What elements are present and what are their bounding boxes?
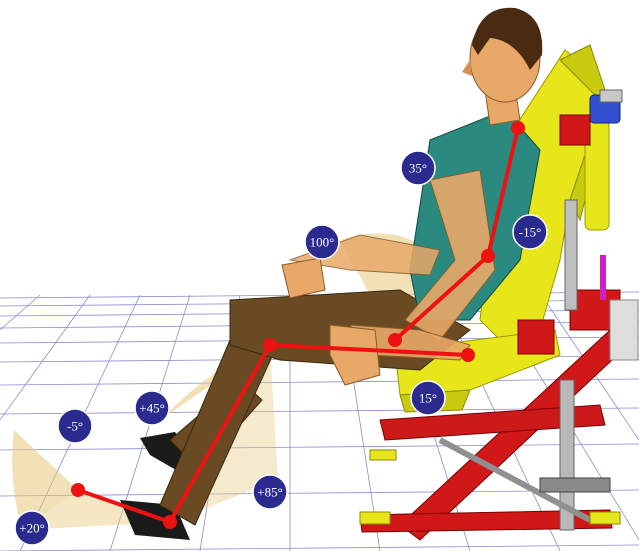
seat-side-plate (610, 300, 638, 360)
seat-bracket-upper (560, 115, 590, 145)
seat-foot-left (360, 512, 390, 524)
seat-foot-mid (370, 450, 396, 460)
svg-text:-5°: -5° (67, 419, 83, 434)
joint-shoulder (481, 249, 495, 263)
joint-neck (511, 121, 525, 135)
joint-elbow (388, 333, 402, 347)
svg-text:+45°: +45° (139, 401, 165, 416)
angle-badge-knee: +45° (135, 391, 169, 425)
angle-badge-elbow: 100° (305, 225, 339, 259)
seat-magenta-rod (600, 255, 606, 300)
svg-text:-15°: -15° (519, 225, 542, 240)
joint-toe (71, 483, 85, 497)
angle-badge-ankle: -5° (58, 409, 92, 443)
joint-hip (461, 348, 475, 362)
angle-badge-neck: 35° (401, 151, 435, 185)
angle-badge-shin: +85° (253, 475, 287, 509)
svg-text:15°: 15° (419, 391, 437, 406)
seat-grey-tube (565, 200, 577, 310)
angle-badge-torso: -15° (513, 215, 547, 249)
hand-front (330, 325, 380, 385)
angle-badge-foot: +20° (15, 511, 49, 545)
joint-ankle (163, 515, 177, 529)
svg-text:35°: 35° (409, 161, 427, 176)
seat-cylinder-top (600, 90, 622, 102)
hand-rear (282, 258, 325, 298)
svg-text:100°: 100° (310, 235, 335, 250)
angle-badge-hip: 15° (411, 381, 445, 415)
joint-knee (263, 338, 277, 352)
seat-foot-right (590, 512, 620, 524)
seat-bracket-lower (518, 320, 554, 354)
svg-text:+20°: +20° (19, 521, 45, 536)
svg-text:+85°: +85° (257, 485, 283, 500)
seat-piston (540, 478, 610, 492)
